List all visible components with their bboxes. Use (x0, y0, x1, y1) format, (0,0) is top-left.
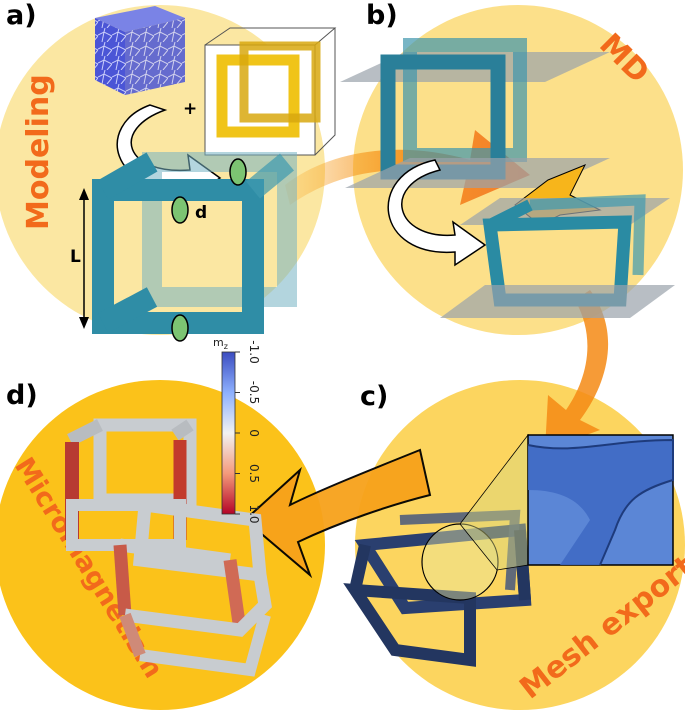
md-plate-lower (440, 285, 675, 318)
flow-arrow-c-to-d (243, 448, 432, 579)
colorbar-ticks: -1.0 -0.5 0 0.5 1.0 (235, 340, 261, 524)
end-cap-bottom (171, 314, 189, 342)
polycrystal-cube (95, 6, 185, 95)
end-cap-diameter (171, 196, 189, 224)
mesh-frame (343, 509, 532, 667)
colorbar-gradient (221, 351, 236, 515)
panel-d-letter: d) (6, 380, 38, 411)
colorbar-title: mz (213, 336, 228, 351)
magnetization-frame-right (113, 497, 272, 677)
panel-c-letter: c) (360, 381, 388, 412)
gold-frame-cube (204, 27, 337, 156)
colorbar-tick-label: -0.5 (247, 381, 261, 404)
colorbar-tick-label: 0 (247, 429, 261, 437)
colorbar: mz -1.0 -0.5 0 0.5 1.0 (213, 336, 261, 524)
end-cap-top (229, 158, 247, 186)
zoom-inset (527, 434, 674, 566)
teal-cube-frame (92, 152, 297, 334)
length-arrow-bottom (79, 317, 89, 329)
panel-b-white-arrow (387, 159, 487, 267)
length-label: L (70, 247, 81, 267)
length-arrow-top (79, 188, 89, 200)
panel-a-letter: a) (6, 0, 37, 31)
diameter-label: d (195, 203, 207, 223)
colorbar-tick-label: 1.0 (247, 504, 261, 523)
panel-b-letter: b) (366, 0, 398, 31)
colorbar-tick-label: 0.5 (247, 464, 261, 483)
panel-a-title: Modeling (21, 74, 56, 230)
colorbar-tick-label: -1.0 (247, 340, 261, 363)
plus-sign: + (183, 99, 197, 119)
flow-arrow-b-to-c (545, 290, 609, 450)
